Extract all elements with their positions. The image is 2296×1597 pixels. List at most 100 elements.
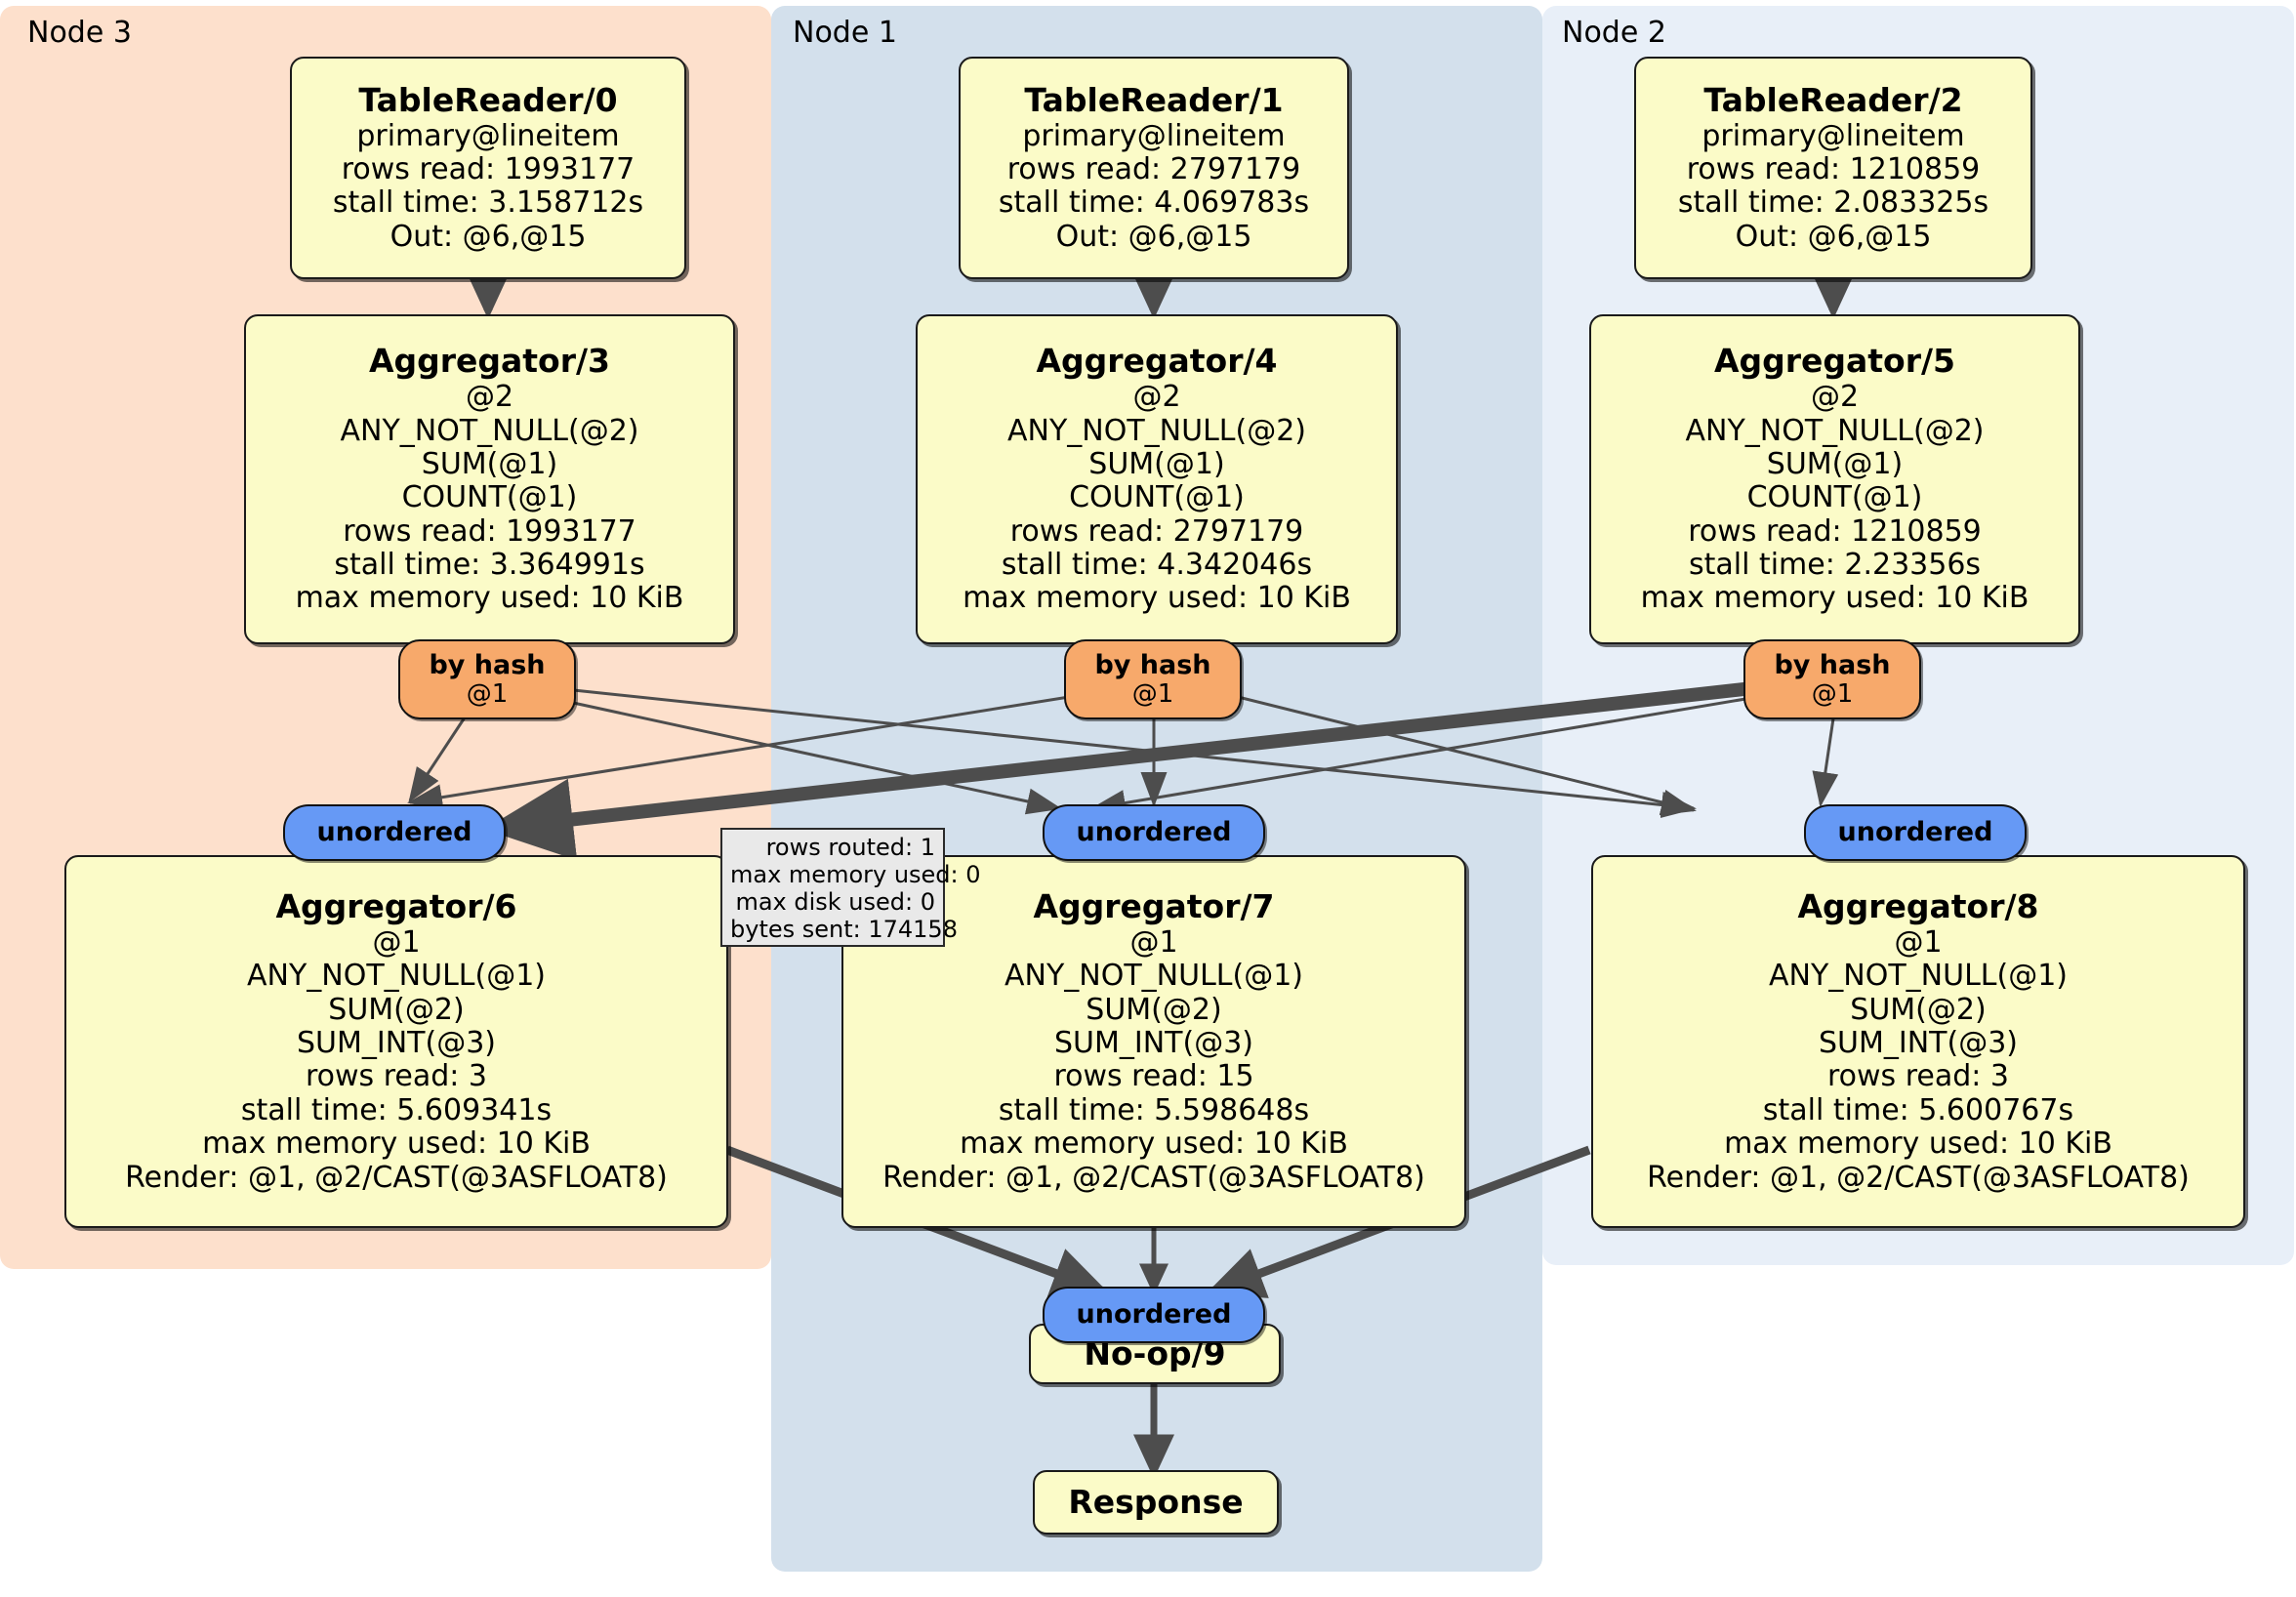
processor-detail-line: stall time: 4.342046s <box>1001 547 1313 582</box>
processor-detail-line: @2 <box>465 380 514 415</box>
processor-detail-line: max memory used: 10 KiB <box>202 1126 591 1162</box>
processor-detail-line: rows read: 1210859 <box>1688 513 1982 549</box>
router-label: by hash <box>1774 649 1891 680</box>
router-sublabel: @1 <box>1131 678 1174 709</box>
router-sublabel: @1 <box>466 678 509 709</box>
processor-detail-line: stall time: 4.069783s <box>998 185 1310 221</box>
processor-detail-line: primary@lineitem <box>1022 118 1286 153</box>
cluster-label-node-3: Node 3 <box>27 16 132 50</box>
processor-detail-line: SUM(@2) <box>328 992 465 1027</box>
synchronizer-unordered-right[interactable]: unordered <box>1804 804 2027 861</box>
processor-detail-line: ANY_NOT_NULL(@2) <box>1685 413 1985 448</box>
processor-tablereader-2[interactable]: TableReader/2 primary@lineitem rows read… <box>1634 57 2032 279</box>
processor-title: Aggregator/4 <box>1036 342 1278 381</box>
processor-detail-line: max memory used: 10 KiB <box>295 581 684 616</box>
stats-line: max memory used: 0 <box>730 861 981 889</box>
processor-detail-line: rows read: 15 <box>1053 1059 1254 1094</box>
processor-detail-line: max memory used: 10 KiB <box>1640 581 2030 616</box>
processor-response[interactable]: Response <box>1033 1470 1279 1535</box>
processor-detail-line: rows read: 2797179 <box>1009 513 1304 549</box>
processor-detail-line: SUM(@1) <box>1766 446 1904 481</box>
processor-aggregator-6[interactable]: Aggregator/6 @1 ANY_NOT_NULL(@1) SUM(@2)… <box>64 855 728 1228</box>
processor-detail-line: Out: @6,@15 <box>1055 219 1252 254</box>
processor-tablereader-1[interactable]: TableReader/1 primary@lineitem rows read… <box>959 57 1349 279</box>
processor-tablereader-0[interactable]: TableReader/0 primary@lineitem rows read… <box>290 57 686 279</box>
processor-detail-line: max memory used: 10 KiB <box>1724 1126 2112 1162</box>
processor-detail-line: ANY_NOT_NULL(@1) <box>247 959 546 994</box>
synchronizer-unordered-final[interactable]: unordered <box>1043 1287 1265 1343</box>
processor-detail-line: COUNT(@1) <box>1069 480 1245 515</box>
stats-line: bytes sent: 174158 <box>730 916 958 944</box>
synchronizer-label: unordered <box>1837 817 1993 848</box>
processor-detail-line: COUNT(@1) <box>401 480 578 515</box>
processor-title: Aggregator/7 <box>1033 887 1275 926</box>
processor-detail-line: Out: @6,@15 <box>390 219 587 254</box>
processor-detail-line: Render: @1, @2/CAST(@3ASFLOAT8) <box>1647 1160 2190 1195</box>
processor-detail-line: primary@lineitem <box>356 118 620 153</box>
processor-detail-line: @1 <box>1894 925 1943 961</box>
processor-detail-line: ANY_NOT_NULL(@1) <box>1004 959 1303 994</box>
processor-detail-line: stall time: 5.600767s <box>1762 1092 2074 1127</box>
processor-title: Aggregator/3 <box>368 342 611 381</box>
processor-detail-line: @2 <box>1810 380 1860 415</box>
processor-detail-line: rows read: 1993177 <box>343 513 636 549</box>
processor-detail-line: ANY_NOT_NULL(@2) <box>1007 413 1306 448</box>
processor-title: Aggregator/6 <box>275 887 517 926</box>
synchronizer-unordered-mid[interactable]: unordered <box>1043 804 1265 861</box>
processor-detail-line: primary@lineitem <box>1702 118 1965 153</box>
processor-detail-line: max memory used: 10 KiB <box>960 1126 1348 1162</box>
processor-detail-line: Render: @1, @2/CAST(@3ASFLOAT8) <box>125 1160 668 1195</box>
processor-detail-line: rows read: 1993177 <box>341 152 636 187</box>
processor-detail-line: rows read: 3 <box>305 1059 488 1094</box>
synchronizer-label: unordered <box>1076 1299 1232 1331</box>
synchronizer-label: unordered <box>316 817 472 848</box>
processor-detail-line: stall time: 3.364991s <box>334 547 645 582</box>
processor-title: Aggregator/8 <box>1797 887 2039 926</box>
synchronizer-label: unordered <box>1076 817 1232 848</box>
processor-detail-line: stall time: 2.23356s <box>1688 547 1982 582</box>
stats-line: max disk used: 0 <box>735 888 935 917</box>
processor-detail-line: rows read: 2797179 <box>1006 152 1301 187</box>
processor-detail-line: ANY_NOT_NULL(@1) <box>1769 959 2068 994</box>
processor-detail-line: SUM(@2) <box>1850 992 1987 1027</box>
processor-aggregator-5[interactable]: Aggregator/5 @2 ANY_NOT_NULL(@2) SUM(@1)… <box>1589 314 2080 644</box>
processor-detail-line: stall time: 5.598648s <box>998 1092 1310 1127</box>
cluster-label-node-2: Node 2 <box>1562 16 1666 50</box>
processor-detail-line: stall time: 3.158712s <box>332 185 644 221</box>
processor-title: Aggregator/5 <box>1713 342 1956 381</box>
processor-detail-line: rows read: 1210859 <box>1686 152 1981 187</box>
processor-detail-line: max memory used: 10 KiB <box>963 581 1351 616</box>
router-label: by hash <box>1094 649 1211 680</box>
processor-detail-line: SUM_INT(@3) <box>297 1026 496 1061</box>
router-by-hash-mid[interactable]: by hash @1 <box>1064 639 1242 719</box>
processor-detail-line: SUM(@1) <box>1088 446 1225 481</box>
processor-detail-line: Out: @6,@15 <box>1735 219 1932 254</box>
processor-detail-line: COUNT(@1) <box>1746 480 1923 515</box>
stats-line: rows routed: 1 <box>765 834 935 861</box>
processor-aggregator-8[interactable]: Aggregator/8 @1 ANY_NOT_NULL(@1) SUM(@2)… <box>1591 855 2245 1228</box>
processor-aggregator-7[interactable]: Aggregator/7 @1 ANY_NOT_NULL(@1) SUM(@2)… <box>841 855 1466 1228</box>
processor-aggregator-4[interactable]: Aggregator/4 @2 ANY_NOT_NULL(@2) SUM(@1)… <box>916 314 1398 644</box>
processor-title: TableReader/2 <box>1703 80 1963 119</box>
processor-detail-line: SUM_INT(@3) <box>1819 1026 2018 1061</box>
processor-detail-line: SUM_INT(@3) <box>1054 1026 1253 1061</box>
processor-detail-line: ANY_NOT_NULL(@2) <box>340 413 639 448</box>
processor-title: TableReader/0 <box>358 80 618 119</box>
processor-title: Response <box>1068 1482 1244 1521</box>
stream-stats-tooltip: rows routed: 1 max memory used: 0 max di… <box>720 828 981 947</box>
processor-detail-line: SUM(@2) <box>1086 992 1222 1027</box>
processor-detail-line: SUM(@1) <box>421 446 558 481</box>
processor-detail-line: @1 <box>1129 925 1178 961</box>
router-sublabel: @1 <box>1811 678 1854 709</box>
router-label: by hash <box>429 649 546 680</box>
processor-title: TableReader/1 <box>1024 80 1284 119</box>
processor-detail-line: stall time: 2.083325s <box>1677 185 1989 221</box>
processor-detail-line: stall time: 5.609341s <box>240 1092 553 1127</box>
router-by-hash-right[interactable]: by hash @1 <box>1743 639 1921 719</box>
processor-aggregator-3[interactable]: Aggregator/3 @2 ANY_NOT_NULL(@2) SUM(@1)… <box>244 314 735 644</box>
processor-detail-line: @2 <box>1132 380 1181 415</box>
cluster-label-node-1: Node 1 <box>793 16 897 50</box>
synchronizer-unordered-left[interactable]: unordered <box>283 804 506 861</box>
router-by-hash-left[interactable]: by hash @1 <box>398 639 576 719</box>
